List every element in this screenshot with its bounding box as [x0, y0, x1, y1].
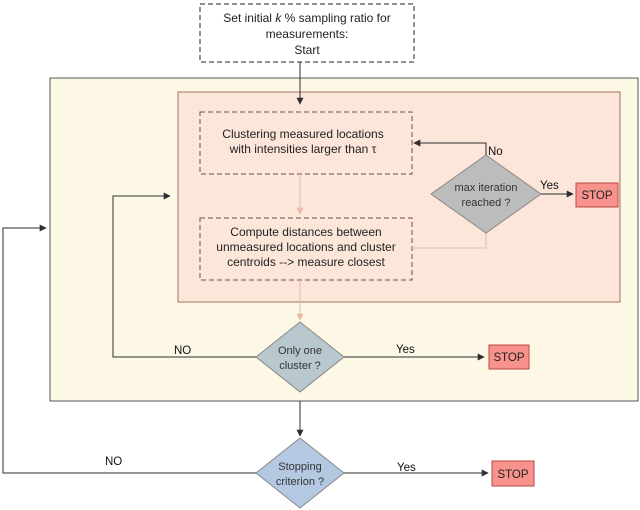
one-cluster-text-line1: Only one	[278, 345, 322, 357]
max-iteration-diamond[interactable]	[430, 154, 542, 234]
stopping-text-line2: criterion ?	[276, 476, 324, 488]
max-iteration-yes-label: Yes	[540, 180, 559, 192]
max-iteration-no-label: No	[488, 146, 503, 158]
distance-text-line1: Compute distances between	[230, 225, 381, 239]
inner-loop-region	[177, 91, 621, 303]
start-box[interactable]	[199, 3, 415, 63]
start-text-line1: Set initial k % sampling ratio for	[223, 11, 390, 25]
stop-label-one-cluster: STOP	[493, 352, 524, 364]
distance-text-line3: centroids --> measure closest	[227, 255, 385, 269]
stopping-text-line1: Stopping	[278, 461, 321, 473]
stopping-no-label: NO	[105, 456, 122, 468]
distance-box[interactable]	[199, 217, 413, 281]
clustering-box[interactable]	[199, 111, 413, 175]
distance-text-line2: unmeasured locations and cluster	[216, 240, 395, 254]
stop-box-one-cluster[interactable]	[488, 344, 530, 370]
one-cluster-yes-label: Yes	[396, 344, 415, 356]
clustering-text-line2: with intensities larger than τ	[229, 142, 377, 156]
stop-box-max-iteration[interactable]	[575, 182, 619, 208]
arrow-one-cluster-no	[112, 192, 256, 358]
one-cluster-diamond[interactable]	[255, 321, 345, 393]
stop-label-stopping: STOP	[497, 469, 528, 481]
stop-label-max-iteration: STOP	[581, 190, 612, 202]
connector-distance-to-max-iteration	[412, 232, 487, 249]
one-cluster-text-line2: cluster ?	[279, 360, 321, 372]
stopping-yes-label: Yes	[397, 462, 416, 474]
max-iteration-text-line1: max iteration	[455, 182, 518, 194]
stop-box-stopping[interactable]	[491, 460, 535, 487]
stopping-criterion-diamond[interactable]	[255, 437, 345, 509]
arrow-stopping-no	[2, 224, 256, 474]
arrow-max-iteration-no	[413, 139, 487, 155]
clustering-text-line1: Clustering measured locations	[222, 127, 383, 141]
start-text-line3: Start	[294, 43, 320, 57]
one-cluster-no-label: NO	[174, 345, 191, 357]
start-text-line2: measurements:	[266, 27, 349, 41]
max-iteration-text-line2: reached ?	[462, 197, 511, 209]
